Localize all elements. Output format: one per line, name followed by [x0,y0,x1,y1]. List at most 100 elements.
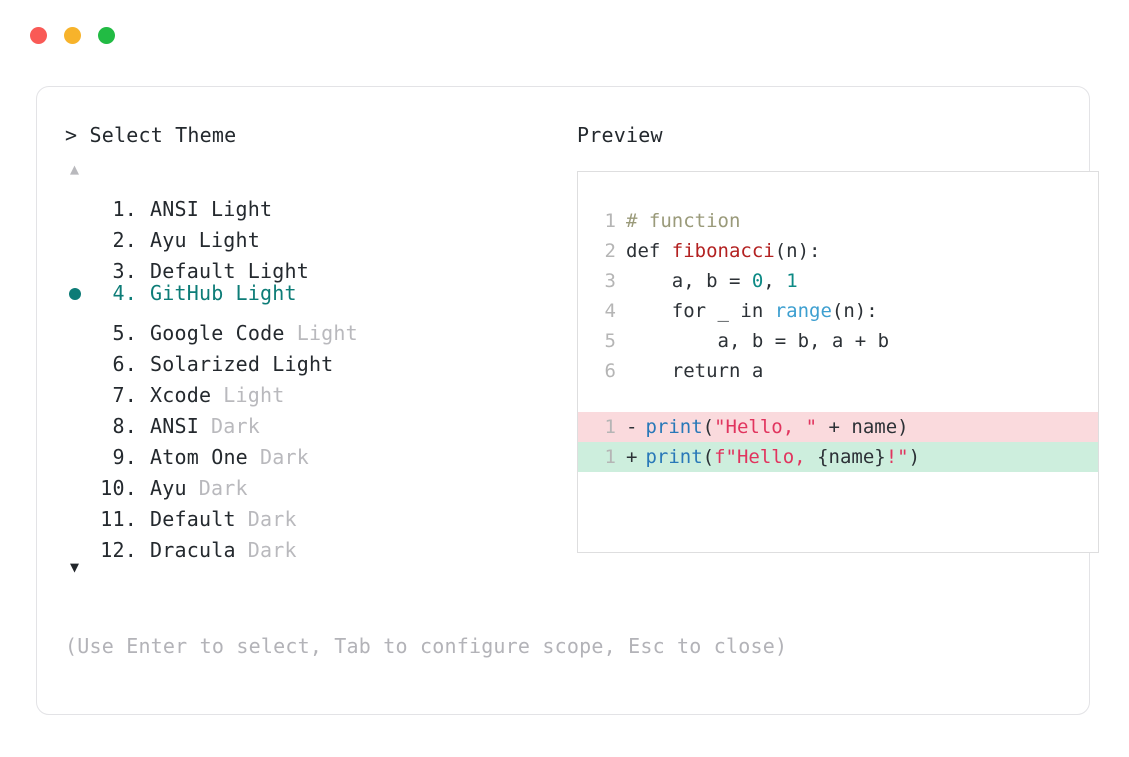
selection-bullet-cell [65,340,91,371]
theme-item-name: ANSI [150,414,199,438]
diff-line-source: print(f"Hello, {name}!") [645,442,920,472]
theme-item-variant: Dark [259,445,309,469]
code-line: 4 for _ in range(n): [578,296,1098,326]
prompt-label: Select Theme [89,123,237,147]
selection-bullet-cell [65,402,91,433]
code-line-number: 4 [604,300,616,322]
selection-bullet-cell [65,216,91,247]
theme-item-name: ANSI [150,197,199,221]
code-line: 3 a, b = 0, 1 [578,266,1098,296]
code-token: 1 [786,270,798,292]
code-token: ( [702,416,715,438]
code-line-source: return a [626,356,764,386]
theme-item-index: 8. [112,414,137,438]
theme-item-spacer [199,411,211,442]
theme-item-name: GitHub [150,281,224,305]
code-token: return a [626,360,764,382]
selection-bullet-cell [65,433,91,464]
code-token: ) [908,446,921,468]
code-line-source: # function [626,206,740,236]
theme-item-spacer [236,504,248,535]
diff-line-number: 1 [604,416,616,438]
theme-item-index: 12. [100,538,137,562]
preview-title: Preview [577,123,663,147]
theme-list-item[interactable]: 8. ANSI Dark [65,402,535,438]
theme-item-index: 7. [112,383,137,407]
code-blank-line [578,386,1098,412]
theme-list-item[interactable]: 6.Solarized Light [65,340,535,376]
code-line-source: def fibonacci(n): [626,236,820,266]
theme-item-variant: Light [296,321,358,345]
theme-item-variant: Dark [211,414,260,438]
theme-item-spacer [187,473,199,504]
theme-item-variant: Light [235,281,297,305]
keyboard-hint: (Use Enter to select, Tab to configure s… [65,634,788,658]
diff-line-source: print("Hello, " + name) [645,412,908,442]
scroll-up-icon[interactable]: ▲ [70,160,80,178]
theme-item-variant: Dark [198,476,248,500]
code-token: , [763,270,787,292]
theme-item-index: 1. [112,197,137,221]
theme-list-item[interactable]: 12.Dracula Dark [65,526,535,562]
selection-bullet-icon [69,288,81,300]
theme-list-item[interactable]: 3.Default Light [65,247,535,283]
scroll-down-icon[interactable]: ▼ [70,558,80,576]
theme-list-item[interactable]: 7. Xcode Light [65,371,535,407]
selection-bullet-cell [65,464,91,495]
code-line-source: a, b = b, a + b [626,326,890,356]
selection-bullet-cell [65,371,91,402]
selection-bullet-cell [65,495,91,526]
code-token: "Hello, " [714,416,818,438]
code-token: 0 [751,270,764,292]
theme-list-item[interactable]: 10.Ayu Dark [65,464,535,500]
theme-list-item[interactable]: 9.Atom One Dark [65,433,535,469]
theme-item-spacer [260,349,272,380]
code-token: def [626,240,672,262]
theme-item-variant: Light [223,383,285,407]
theme-item-name: Default [150,259,236,283]
code-line-source: for _ in range(n): [626,296,878,326]
theme-item-index: 11. [100,507,137,531]
theme-item-variant: Light [247,259,309,283]
maximize-dot[interactable] [98,26,115,44]
window-controls [30,26,115,44]
theme-item-index: 2. [112,228,137,252]
code-token: + name) [817,416,909,438]
diff-line-number: 1 [604,446,616,468]
theme-list-item[interactable]: 4. GitHub Light [65,278,535,309]
theme-item-index: 4. [112,281,137,305]
code-token: {name} [817,446,886,468]
theme-list-item[interactable]: 1.ANSI Light [65,185,535,221]
theme-item-name: Solarized [150,352,261,376]
theme-item-name: Default [150,507,236,531]
code-line: 1 # function [578,206,1098,236]
code-token: f"Hello, [714,446,818,468]
window-titlebar [0,0,1129,70]
close-dot[interactable] [30,26,47,44]
page-title [77,123,89,147]
theme-item-index: 6. [112,352,137,376]
theme-list-item[interactable]: 11.Default Dark [65,495,535,531]
theme-item-spacer [248,442,260,473]
theme-item-name: Xcode [150,383,212,407]
theme-item-name: Atom One [150,445,248,469]
minimize-dot[interactable] [64,26,81,44]
code-token: !" [885,446,909,468]
theme-item-spacer [187,225,199,256]
code-token: fibonacci [671,240,775,262]
code-line-number: 1 [604,210,616,232]
diff-sign: + [626,446,638,468]
code-token: ( [702,446,715,468]
code-line-number: 6 [604,360,616,382]
code-line: 5 a, b = b, a + b [578,326,1098,356]
theme-list-item[interactable]: 2.Ayu Light [65,216,535,252]
theme-list-item[interactable]: 5.Google Code Light [65,309,535,345]
